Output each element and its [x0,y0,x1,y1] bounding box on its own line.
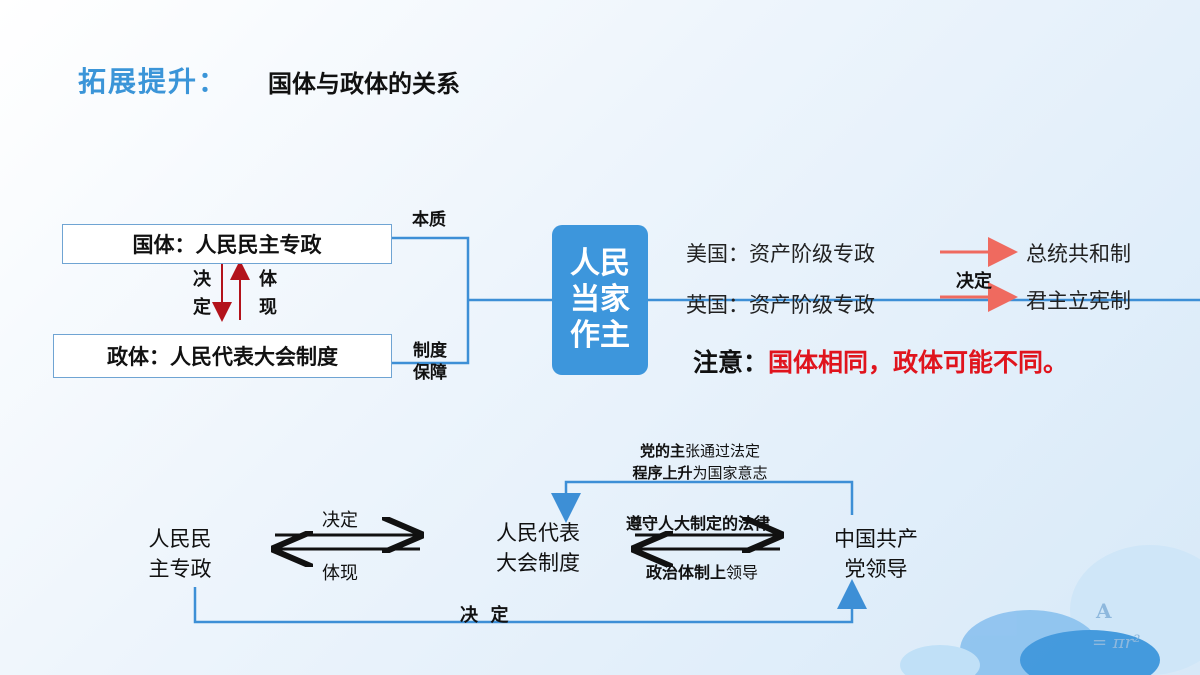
node-npc-system: 人民代表大会制度 [496,521,580,575]
svg-text:A: A [1095,599,1112,623]
uk-result: 君主立宪制 [1026,289,1131,313]
will-elevation-label: 党的主张通过法定 程序上升为国家意志 [632,442,768,482]
note-text: 国体相同，政体可能不同。 [768,348,1069,377]
guoti-box: 国体：人民民主专政 [62,224,392,264]
arrow-decide-label: 决定 [322,510,358,531]
note-prefix: 注意： [693,348,769,377]
reflect-vertical-label: 体现 [259,269,277,318]
svg-text:= πr²: = πr² [1092,632,1140,653]
guoti-label: 国体：人民民主专政 [132,233,322,257]
zhengti-box: 政体：人民代表大会制度 [53,334,392,378]
page-title: 国体与政体的关系 [268,70,460,98]
party-to-npc-loop [551,480,854,523]
node-party-leadership: 中国共产党领导 [834,527,918,581]
section-label: 拓展提升： [78,65,229,98]
people-master-box: 人民 当家 作主 [552,225,648,375]
usa-text: 美国：资产阶级专政 [686,242,875,266]
bottom-decide-label: 决 定 [460,605,509,626]
node-democratic-dictatorship: 人民民主专政 [148,527,212,581]
arrow-reflect-label: 体现 [322,563,358,584]
decor-clouds: A = πr² [900,545,1200,675]
decide-label: 决定 [956,271,992,292]
lead-label: 政治体制上领导 [646,563,759,582]
zhengti-label: 政体：人民代表大会制度 [107,345,338,369]
decide-vertical-label: 决定 [193,269,211,318]
essence-label: 本质 [412,210,446,230]
guarantee-label: 制度保障 [413,341,447,383]
democracy-to-party-loop [193,579,867,624]
uk-text: 英国：资产阶级专政 [686,293,875,317]
usa-result: 总统共和制 [1026,242,1131,266]
obey-law-label: 遵守人大制定的法律 [626,514,771,533]
note: 注意：国体相同，政体可能不同。 [693,343,1068,379]
